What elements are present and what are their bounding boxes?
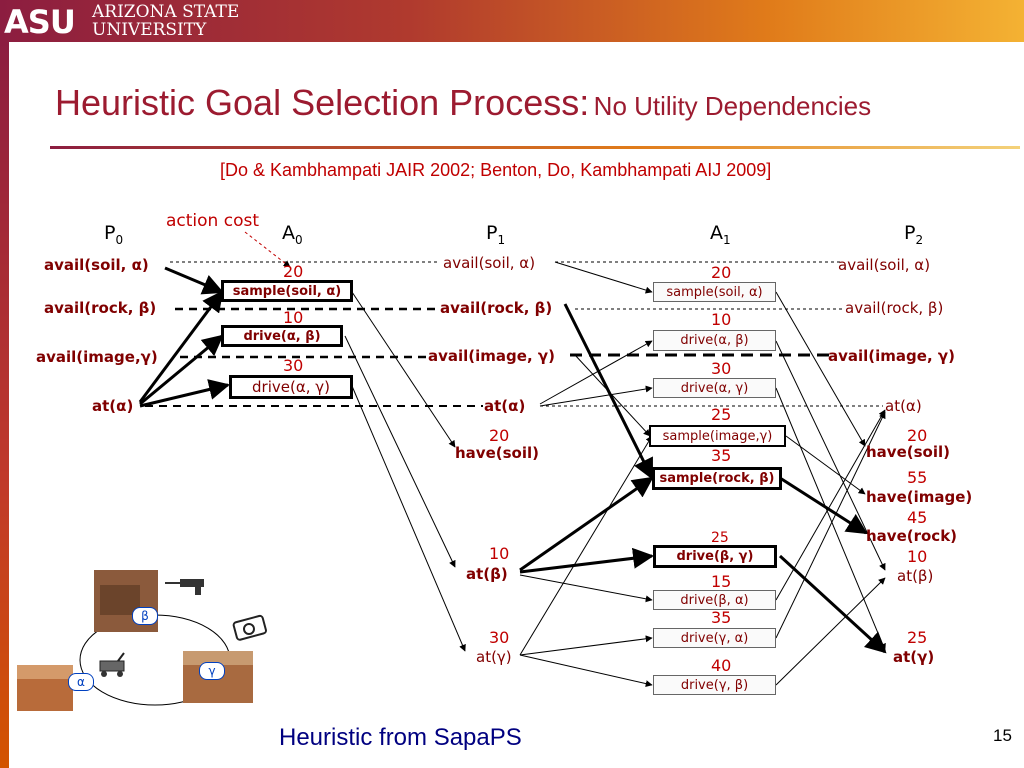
- a1-drive-ag: drive(α, γ): [653, 378, 776, 398]
- a0-sample-soil: sample(soil, α): [221, 280, 353, 302]
- p2-have-rock-cost: 45: [907, 508, 928, 527]
- asu-logo-mark: ASU: [4, 3, 76, 41]
- asu-logo-line2: UNIVERSITY: [92, 20, 207, 40]
- column-header-p0: P0: [104, 222, 124, 247]
- soil-site-sky: [17, 665, 73, 679]
- asu-logo-line1: ARIZONA STATE: [92, 2, 240, 22]
- column-header-p1: P1: [486, 222, 506, 247]
- map-node-alpha: α: [68, 673, 94, 691]
- column-header-p2: P2: [904, 222, 924, 247]
- map-node-beta: β: [132, 607, 158, 625]
- p1-at-beta-cost: 10: [489, 544, 510, 563]
- p2-have-soil-cost: 20: [907, 426, 928, 445]
- image-site-sky: [183, 651, 253, 665]
- p2-avail-rock: avail(rock, β): [845, 299, 944, 317]
- rover-map-illustration: [17, 570, 267, 711]
- p2-have-rock: have(rock): [866, 527, 958, 545]
- a0-drive-ab: drive(α, β): [221, 325, 343, 347]
- title-sub: No Utility Dependencies: [593, 91, 872, 121]
- thin-edges: [344, 261, 886, 688]
- a1-drive-ab: drive(α, β): [653, 330, 776, 351]
- a0-drive-ag: drive(α, γ): [229, 375, 353, 399]
- a0-drive-ab-cost: 10: [283, 308, 304, 327]
- a1-drive-bg-cost: 25: [711, 530, 729, 546]
- citation: [Do & Kambhampati JAIR 2002; Benton, Do,…: [220, 160, 772, 180]
- p1-at-gamma-cost: 30: [489, 628, 510, 647]
- p1-avail-image: avail(image, γ): [428, 347, 555, 365]
- a1-drive-ba: drive(β, α): [653, 590, 776, 610]
- a1-sample-rock-cost: 35: [711, 446, 732, 465]
- p1-avail-rock: avail(rock, β): [440, 299, 553, 317]
- a1-drive-ga-cost: 35: [711, 608, 732, 627]
- p1-avail-soil: avail(soil, α): [443, 254, 536, 272]
- page-number: 15: [993, 726, 1012, 745]
- slide-title: Heuristic Goal Selection Process: No Uti…: [55, 82, 871, 124]
- p2-at-gamma: at(γ): [893, 648, 935, 666]
- a1-sample-image-cost: 25: [711, 405, 732, 424]
- p2-at-alpha: at(α): [885, 397, 922, 415]
- p1-at-alpha: at(α): [484, 397, 526, 415]
- a1-sample-soil-cost: 20: [711, 263, 732, 282]
- p2-avail-soil: avail(soil, α): [838, 256, 931, 274]
- camera-icon: [232, 614, 267, 641]
- title-underline: [50, 146, 1020, 149]
- a1-drive-bg: drive(β, γ): [653, 545, 777, 568]
- a1-drive-ab-cost: 10: [711, 310, 732, 329]
- p0-avail-soil: avail(soil, α): [44, 256, 149, 274]
- a1-drive-gb-cost: 40: [711, 656, 732, 675]
- title-main: Heuristic Goal Selection Process:: [55, 82, 590, 123]
- a1-drive-gb: drive(γ, β): [653, 675, 776, 695]
- p2-at-beta-cost: 10: [907, 547, 928, 566]
- map-node-gamma: γ: [199, 662, 225, 680]
- header-banner: ASU ARIZONA STATE UNIVERSITY: [0, 0, 1024, 42]
- footer-caption: Heuristic from SapaPS: [279, 724, 522, 751]
- p0-avail-rock: avail(rock, β): [44, 299, 157, 317]
- action-cost-label: action cost: [166, 211, 260, 231]
- p2-have-image: have(image): [866, 488, 973, 506]
- p2-at-beta: at(β): [897, 567, 934, 585]
- a1-drive-ba-cost: 15: [711, 572, 732, 591]
- a1-sample-rock: sample(rock, β): [652, 467, 782, 490]
- p1-at-gamma: at(γ): [476, 648, 512, 666]
- p2-have-soil: have(soil): [866, 443, 950, 461]
- rover-icon: [99, 652, 125, 677]
- p1-at-beta: at(β): [466, 565, 508, 583]
- drill-icon: [165, 579, 204, 595]
- a1-drive-ga: drive(γ, α): [653, 628, 776, 648]
- p1-have-soil: have(soil): [455, 444, 539, 462]
- a1-sample-image: sample(image,γ): [649, 425, 786, 447]
- p0-avail-image: avail(image,γ): [36, 348, 158, 366]
- p2-at-gamma-cost: 25: [907, 628, 928, 647]
- column-header-a1: A1: [710, 222, 731, 247]
- a0-sample-soil-cost: 20: [283, 262, 304, 281]
- column-header-a0: A0: [282, 222, 303, 247]
- left-accent-bar: [0, 42, 9, 768]
- p1-have-soil-cost: 20: [489, 426, 510, 445]
- a1-drive-ag-cost: 30: [711, 359, 732, 378]
- a0-drive-ag-cost: 30: [283, 356, 304, 375]
- p0-at-alpha: at(α): [92, 397, 134, 415]
- p2-have-image-cost: 55: [907, 468, 928, 487]
- a1-sample-soil: sample(soil, α): [653, 282, 776, 302]
- p2-avail-image: avail(image, γ): [828, 347, 955, 365]
